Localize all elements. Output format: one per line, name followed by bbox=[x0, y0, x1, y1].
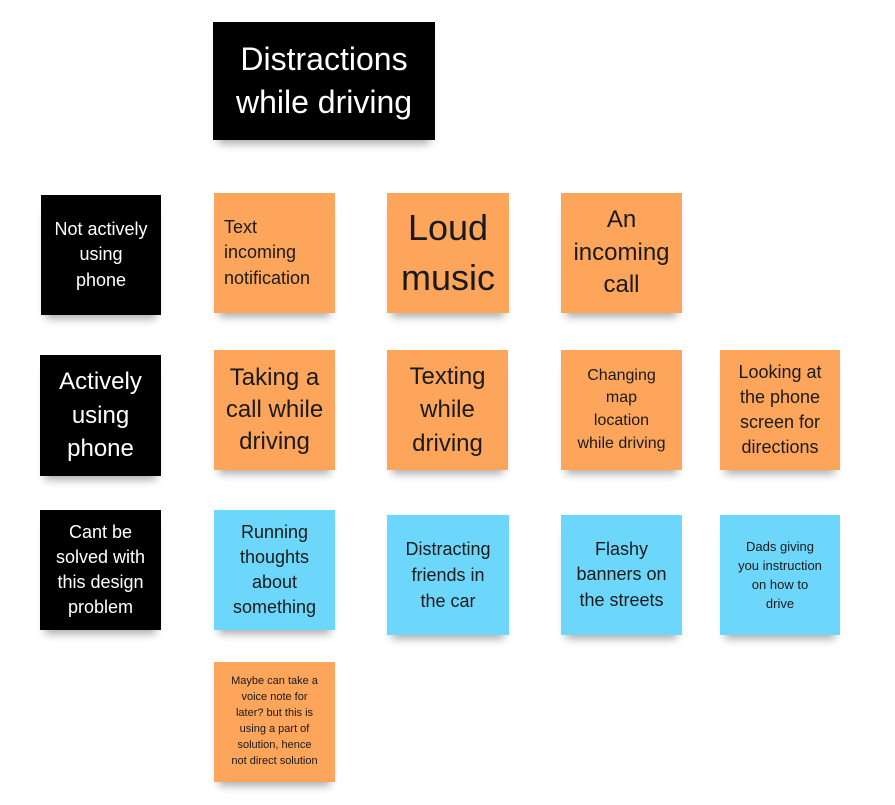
note-flashy-banners[interactable]: Flashy banners on the streets bbox=[561, 515, 682, 635]
title-text: Distractions while driving bbox=[235, 41, 413, 120]
note-taking-call-while-driving[interactable]: Taking a call while driving bbox=[214, 350, 335, 470]
note-text-incoming-notification[interactable]: Text incoming notification bbox=[214, 193, 335, 313]
note-dads-giving-instruction[interactable]: Dads giving you instruction on how to dr… bbox=[720, 515, 840, 635]
note-voice-note-suggestion[interactable]: Maybe can take a voice note for later? b… bbox=[214, 662, 335, 782]
note-loud-music[interactable]: Loud music bbox=[387, 193, 509, 313]
note-texting-while-driving[interactable]: Texting while driving bbox=[387, 350, 508, 470]
note-changing-map-location[interactable]: Changing map location while driving bbox=[561, 350, 682, 470]
note-distracting-friends[interactable]: Distracting friends in the car bbox=[387, 515, 509, 635]
title-sticky-note[interactable]: Distractions while driving bbox=[213, 22, 435, 140]
note-incoming-call[interactable]: An incoming call bbox=[561, 193, 682, 313]
row-label-actively-using-phone[interactable]: Actively using phone bbox=[40, 355, 161, 476]
row-label-not-actively-using-phone[interactable]: Not actively using phone bbox=[41, 195, 161, 315]
note-running-thoughts[interactable]: Running thoughts about something bbox=[214, 510, 335, 630]
note-looking-at-phone-screen[interactable]: Looking at the phone screen for directio… bbox=[720, 350, 840, 470]
row-label-cant-be-solved[interactable]: Cant be solved with this design problem bbox=[40, 510, 161, 630]
